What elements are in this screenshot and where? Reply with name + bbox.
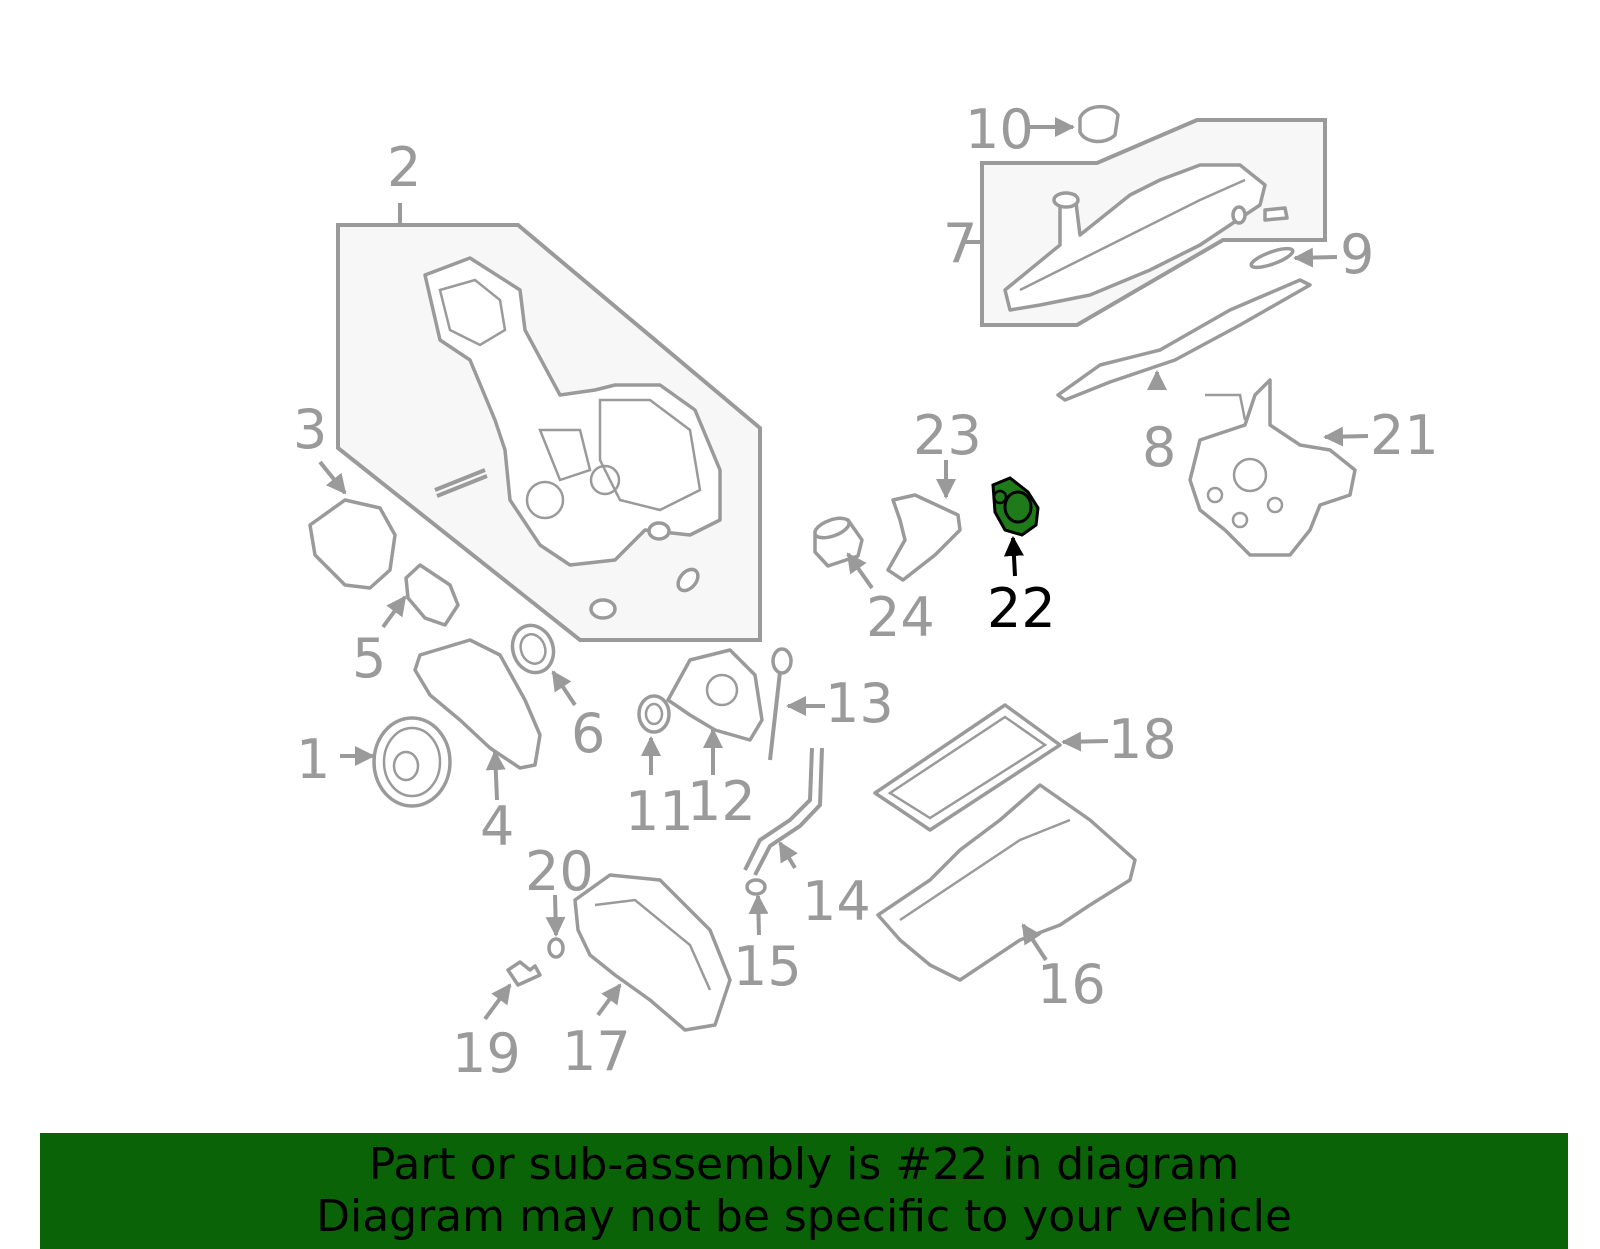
bolt-19 <box>506 960 542 987</box>
cover-4 <box>413 638 542 770</box>
callout-12: 12 <box>687 770 756 833</box>
timing-cover-group <box>336 203 762 642</box>
callout-6: 6 <box>571 702 605 765</box>
leader-lines <box>318 117 1369 1021</box>
callout-14: 14 <box>802 870 871 933</box>
banner-line-1: Part or sub-assembly is #22 in diagram <box>368 1139 1240 1190</box>
callout-9: 9 <box>1340 223 1374 286</box>
callout-5: 5 <box>352 627 386 690</box>
cover-12 <box>666 648 764 742</box>
callout-23: 23 <box>913 404 982 467</box>
callout-3: 3 <box>293 398 327 461</box>
highlighted-part-22 <box>991 476 1040 537</box>
callout-4: 4 <box>480 795 514 858</box>
valve-cover-gasket <box>1056 246 1312 402</box>
oil-pan-16 <box>876 783 1137 982</box>
banner-line-2: Diagram may not be specific to your vehi… <box>316 1191 1292 1242</box>
callout-18: 18 <box>1108 708 1177 771</box>
callout-22: 22 <box>987 577 1056 640</box>
callout-1: 1 <box>296 728 330 791</box>
callout-17: 17 <box>562 1020 631 1083</box>
oil-pump-21 <box>1188 378 1357 557</box>
callout-21: 21 <box>1370 404 1439 467</box>
oring-15 <box>745 878 767 896</box>
washer-20 <box>547 937 565 959</box>
callout-11: 11 <box>625 780 694 843</box>
callout-19: 19 <box>452 1022 521 1085</box>
info-banner: Part or sub-assembly is #22 in diagram D… <box>40 1133 1568 1249</box>
tube-14 <box>743 747 824 876</box>
callout-13: 13 <box>825 672 894 735</box>
cover-3 <box>308 498 397 590</box>
pulley-1 <box>372 716 452 808</box>
callout-labels: 1 2 3 4 5 6 7 8 9 10 11 12 13 14 15 16 1… <box>293 98 1439 1085</box>
callout-8: 8 <box>1142 416 1176 479</box>
callout-16: 16 <box>1037 953 1106 1016</box>
callout-10: 10 <box>965 98 1034 161</box>
seal-11 <box>637 694 671 734</box>
gasket-5 <box>404 563 460 627</box>
dipstick-13 <box>768 647 793 761</box>
seal-6 <box>510 623 556 675</box>
valve-cover-group <box>963 105 1327 327</box>
callout-2: 2 <box>387 136 421 199</box>
callout-20: 20 <box>525 840 594 903</box>
bracket-23 <box>886 493 962 582</box>
oil-filter-24 <box>813 516 864 568</box>
callout-15: 15 <box>733 935 802 998</box>
callout-7: 7 <box>943 212 977 275</box>
gasket-18 <box>873 703 1062 832</box>
callout-24: 24 <box>866 586 935 649</box>
oil-pan-17 <box>573 873 732 1032</box>
